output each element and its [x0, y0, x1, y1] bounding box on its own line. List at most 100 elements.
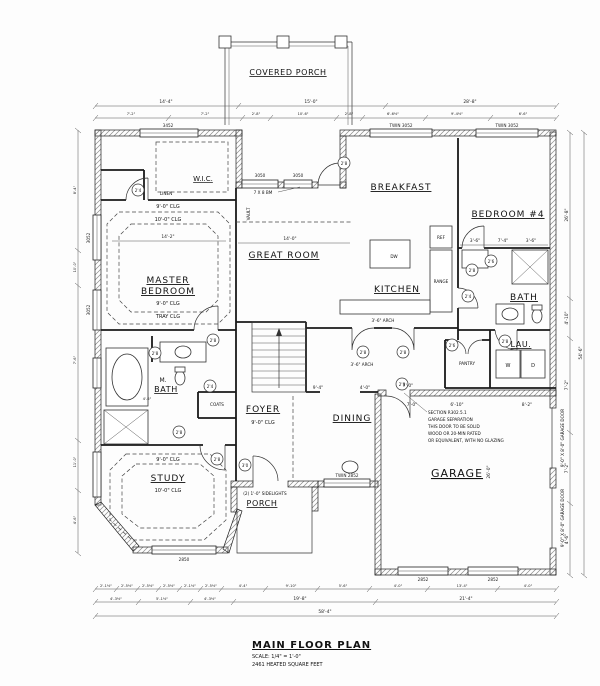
dim: 8'-4": [73, 185, 77, 194]
window-tag: 2850: [179, 557, 190, 562]
dim: 2'-8": [252, 112, 261, 116]
dim: 4'-10": [564, 311, 570, 324]
bath-fixtures: W D: [103, 249, 549, 474]
dim-total: 54'-6": [578, 346, 584, 359]
master-dim: 14'-2": [161, 234, 174, 240]
room-label-coats: COATS: [210, 402, 224, 407]
refrigerator: [429, 225, 453, 249]
washer-label: W: [506, 363, 511, 369]
dim: 14'-4": [159, 99, 172, 105]
dim: 7'-2": [201, 112, 210, 116]
dim: 7'-2": [564, 463, 570, 473]
door-tag: 2'8: [176, 430, 183, 435]
window-tags: 3452 3050 3050 TWIN 3052 TWIN 3052 3052 …: [86, 123, 519, 582]
dim: 10'-0": [73, 261, 77, 272]
door-tag: 2'8: [399, 382, 406, 387]
window: [323, 478, 371, 488]
stair-direction-arrow: [276, 328, 282, 336]
kitchen-counter: [429, 249, 453, 313]
dim: 4'-0": [524, 584, 533, 588]
room-label-mbath-2: BATH: [154, 385, 178, 394]
dim: 15'-0": [304, 99, 317, 105]
door-tag: 2'8: [210, 338, 217, 343]
dryer: [520, 349, 546, 379]
door-tag: 2'4: [207, 384, 214, 389]
master-clg: 9'-0" CLG: [156, 204, 180, 210]
room-label-bath: BATH: [510, 293, 538, 303]
room-label-linen: LINEN: [160, 191, 172, 196]
dim: 9'-4½": [451, 112, 463, 116]
door-tag: 2'6: [449, 343, 456, 348]
window-tag: 3052: [86, 304, 91, 315]
room-label-kitchen: KITCHEN: [374, 285, 420, 295]
kitchen-island: [369, 239, 411, 269]
dim: 4'-3½": [110, 597, 122, 601]
dimensions: 14'-4" 15'-0" 28'-8" 7'-2" 7'-2" 2'-8" 1…: [73, 99, 588, 620]
interior-walls: [101, 138, 556, 481]
garage-door-label: 9'-0" X 8'-0" GARAGE DOOR: [560, 409, 565, 467]
title-block: MAIN FLOOR PLAN SCALE: 1/4" = 1'-0" 2461…: [252, 640, 370, 668]
master-tray-label: TRAY CLG: [155, 314, 180, 320]
window: [151, 545, 217, 555]
room-label-covered-porch: COVERED PORCH: [249, 68, 326, 77]
window-tag: 3452: [163, 123, 174, 128]
window-tag: 2852: [418, 577, 429, 582]
window: [397, 566, 449, 576]
dim: 5'-6": [339, 584, 348, 588]
room-label-master-1: MASTER: [146, 276, 189, 286]
dim: 7'-2": [127, 112, 136, 116]
garage-dim: 8'-2": [522, 402, 532, 408]
bed4-dim: 3'-6": [470, 238, 480, 244]
dim: 4'-4": [239, 584, 248, 588]
hall-dim: 9'-4": [313, 385, 323, 391]
dw-label: DW: [390, 254, 397, 259]
room-label-study: STUDY: [151, 474, 186, 484]
annotations: 7 X 8 BM VAULT 14'-0" 3'-6" ARCH 3'-6" A…: [238, 186, 565, 547]
bed4-dim: 7'-4": [498, 238, 508, 244]
washer: [495, 349, 521, 379]
kitchen-counter: [339, 299, 431, 315]
room-label-wic: W.I.C.: [193, 175, 213, 183]
window-tag: 3050: [255, 173, 266, 178]
window: [467, 566, 519, 576]
front-porch: [236, 511, 313, 554]
doors: [125, 162, 518, 482]
study-clg: 9'-0" CLG: [156, 457, 180, 463]
master-toilet: [174, 370, 186, 386]
dim: 2'-8": [345, 112, 354, 116]
window: [92, 289, 102, 331]
note-line: GARAGE SEPARATION: [428, 417, 473, 422]
room-label-breakfast: BREAKFAST: [371, 183, 432, 193]
powder-sink: [341, 460, 359, 474]
dim: 2'-5½": [163, 584, 175, 588]
dim-total: 58'-4": [318, 609, 331, 615]
window: [139, 128, 199, 138]
door-tag: 2'8: [502, 339, 509, 344]
window: [241, 179, 279, 189]
arch-note: 3'-6" ARCH: [372, 318, 395, 323]
window-tag: TWIN 2852: [334, 473, 358, 478]
staircase: [251, 321, 307, 393]
door-tag: 2'8: [360, 350, 367, 355]
ref-label: REF: [437, 235, 446, 240]
porch-column: [276, 35, 290, 49]
window-tag: 3050: [293, 173, 304, 178]
great-room-dim: 14'-0": [283, 236, 296, 242]
dim: 4'-0": [394, 584, 403, 588]
plan-area: 2461 HEATED SQUARE FEET: [252, 662, 324, 668]
dim: 4'-6": [73, 515, 77, 524]
dim: 6'-6": [519, 112, 528, 116]
window: [92, 357, 102, 389]
master-sink: [174, 345, 192, 359]
window-tag: TWIN 3052: [494, 123, 518, 128]
tray-ceilings: [106, 141, 352, 541]
bath-sink: [501, 307, 519, 321]
door-tag: 2'8: [152, 351, 159, 356]
mbath-dim: 4'-6": [143, 397, 152, 401]
note-line: THIS DOOR TO BE SOLID: [427, 424, 480, 429]
garage-depth-dim: 26'-0": [486, 465, 492, 478]
plan-scale: SCALE: 1/4" = 1'-0": [252, 654, 301, 660]
room-label-mbath-1: M.: [159, 377, 166, 384]
window: [475, 128, 539, 138]
